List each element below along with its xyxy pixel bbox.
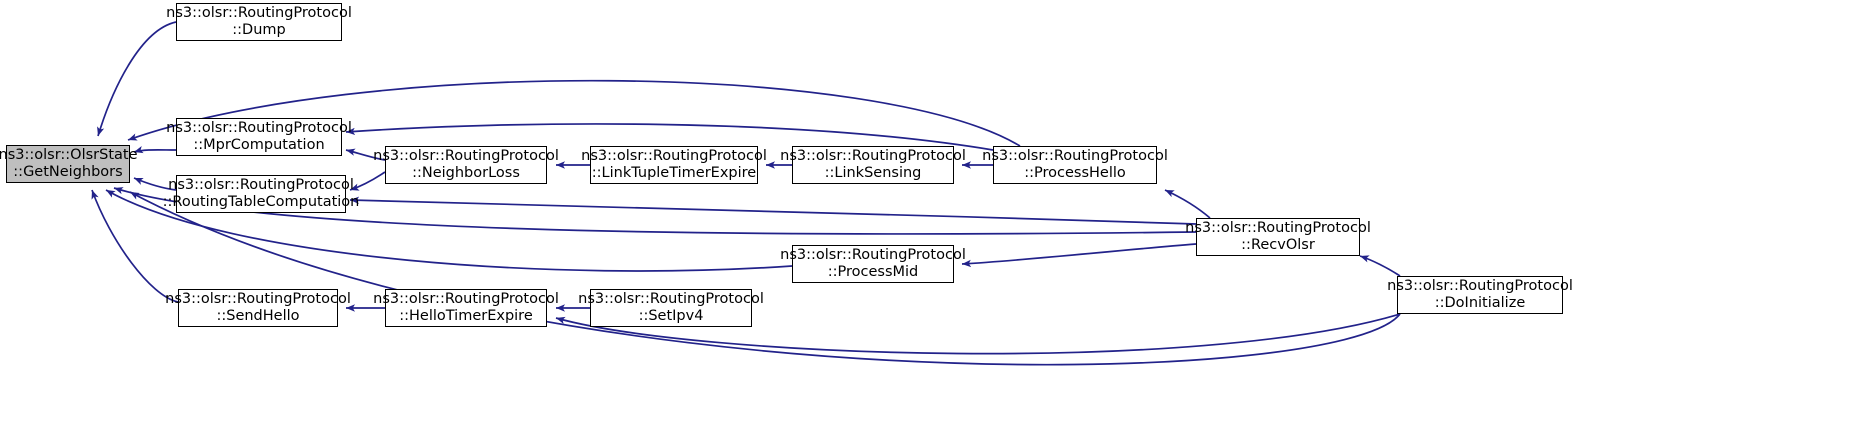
node-mprcomputation-line2: ::MprComputation: [193, 137, 325, 153]
node-setipv4-line2: ::SetIpv4: [638, 308, 704, 324]
edge-recvolsr-to-processhello: [1164, 189, 1211, 219]
node-dump[interactable]: ns3::olsr::RoutingProtocol::Dump: [166, 3, 352, 41]
node-doinitialize-line2: ::DoInitialize: [1434, 295, 1526, 311]
node-recvolsr-line1: ns3::olsr::RoutingProtocol: [1185, 220, 1371, 236]
node-hellotimerexpire-line1: ns3::olsr::RoutingProtocol: [373, 291, 559, 307]
node-hellotimerexpire-line2: ::HelloTimerExpire: [399, 308, 533, 324]
node-linktupletimerexpire-line2: ::LinkTupleTimerExpire: [591, 165, 757, 181]
node-processmid[interactable]: ns3::olsr::RoutingProtocol::ProcessMid: [780, 245, 966, 283]
node-mprcomputation[interactable]: ns3::olsr::RoutingProtocol::MprComputati…: [166, 118, 352, 156]
node-sendhello[interactable]: ns3::olsr::RoutingProtocol::SendHello: [165, 289, 351, 327]
node-sendhello-line1: ns3::olsr::RoutingProtocol: [165, 291, 351, 307]
node-processhello[interactable]: ns3::olsr::RoutingProtocol::ProcessHello: [982, 146, 1168, 184]
edge-dump-to-getneighbors: [97, 21, 177, 137]
node-setipv4-line1: ns3::olsr::RoutingProtocol: [578, 291, 764, 307]
edge-mprcomputation-to-getneighbors: [133, 146, 177, 154]
node-doinitialize-line1: ns3::olsr::RoutingProtocol: [1387, 278, 1573, 294]
node-routingtablecomputation-line1: ns3::olsr::RoutingProtocol: [168, 177, 354, 193]
node-getneighbors-line2: ::GetNeighbors: [13, 164, 123, 180]
node-processhello-line2: ::ProcessHello: [1024, 165, 1126, 181]
node-dump-line2: ::Dump: [232, 22, 286, 38]
node-neighborloss[interactable]: ns3::olsr::RoutingProtocol::NeighborLoss: [373, 146, 559, 184]
node-processmid-line1: ns3::olsr::RoutingProtocol: [780, 247, 966, 263]
node-hellotimerexpire[interactable]: ns3::olsr::RoutingProtocol::HelloTimerEx…: [373, 289, 559, 327]
node-processmid-line2: ::ProcessMid: [827, 264, 919, 280]
node-mprcomputation-line1: ns3::olsr::RoutingProtocol: [166, 120, 352, 136]
edge-recvolsr-to-processmid: [961, 243, 1197, 268]
node-getneighbors: ns3::olsr::OlsrState::GetNeighbors: [0, 145, 138, 183]
node-linksensing-line2: ::LinkSensing: [824, 165, 922, 181]
edge-doinitialize-to-recvolsr: [1359, 255, 1401, 277]
node-neighborloss-line1: ns3::olsr::RoutingProtocol: [373, 148, 559, 164]
node-sendhello-line2: ::SendHello: [216, 308, 300, 324]
node-setipv4[interactable]: ns3::olsr::RoutingProtocol::SetIpv4: [578, 289, 764, 327]
node-linksensing[interactable]: ns3::olsr::RoutingProtocol::LinkSensing: [780, 146, 966, 184]
node-recvolsr-line2: ::RecvOlsr: [1241, 237, 1315, 253]
node-dump-line1: ns3::olsr::RoutingProtocol: [166, 5, 352, 21]
node-routingtablecomputation[interactable]: ns3::olsr::RoutingProtocol::RoutingTable…: [163, 175, 359, 213]
edge-neighborloss-to-routingtablecomputation: [349, 171, 386, 191]
node-getneighbors-line1: ns3::olsr::OlsrState: [0, 147, 138, 163]
edge-recvolsr-to-routingtablecomputation: [349, 196, 1197, 225]
node-processhello-line1: ns3::olsr::RoutingProtocol: [982, 148, 1168, 164]
node-routingtablecomputation-line2: ::RoutingTableComputation: [162, 194, 360, 210]
node-doinitialize[interactable]: ns3::olsr::RoutingProtocol::DoInitialize: [1387, 276, 1573, 314]
node-linktupletimerexpire[interactable]: ns3::olsr::RoutingProtocol::LinkTupleTim…: [581, 146, 767, 184]
node-recvolsr[interactable]: ns3::olsr::RoutingProtocol::RecvOlsr: [1185, 218, 1371, 256]
node-linksensing-line1: ns3::olsr::RoutingProtocol: [780, 148, 966, 164]
node-neighborloss-line2: ::NeighborLoss: [412, 165, 520, 181]
node-linktupletimerexpire-line1: ns3::olsr::RoutingProtocol: [581, 148, 767, 164]
